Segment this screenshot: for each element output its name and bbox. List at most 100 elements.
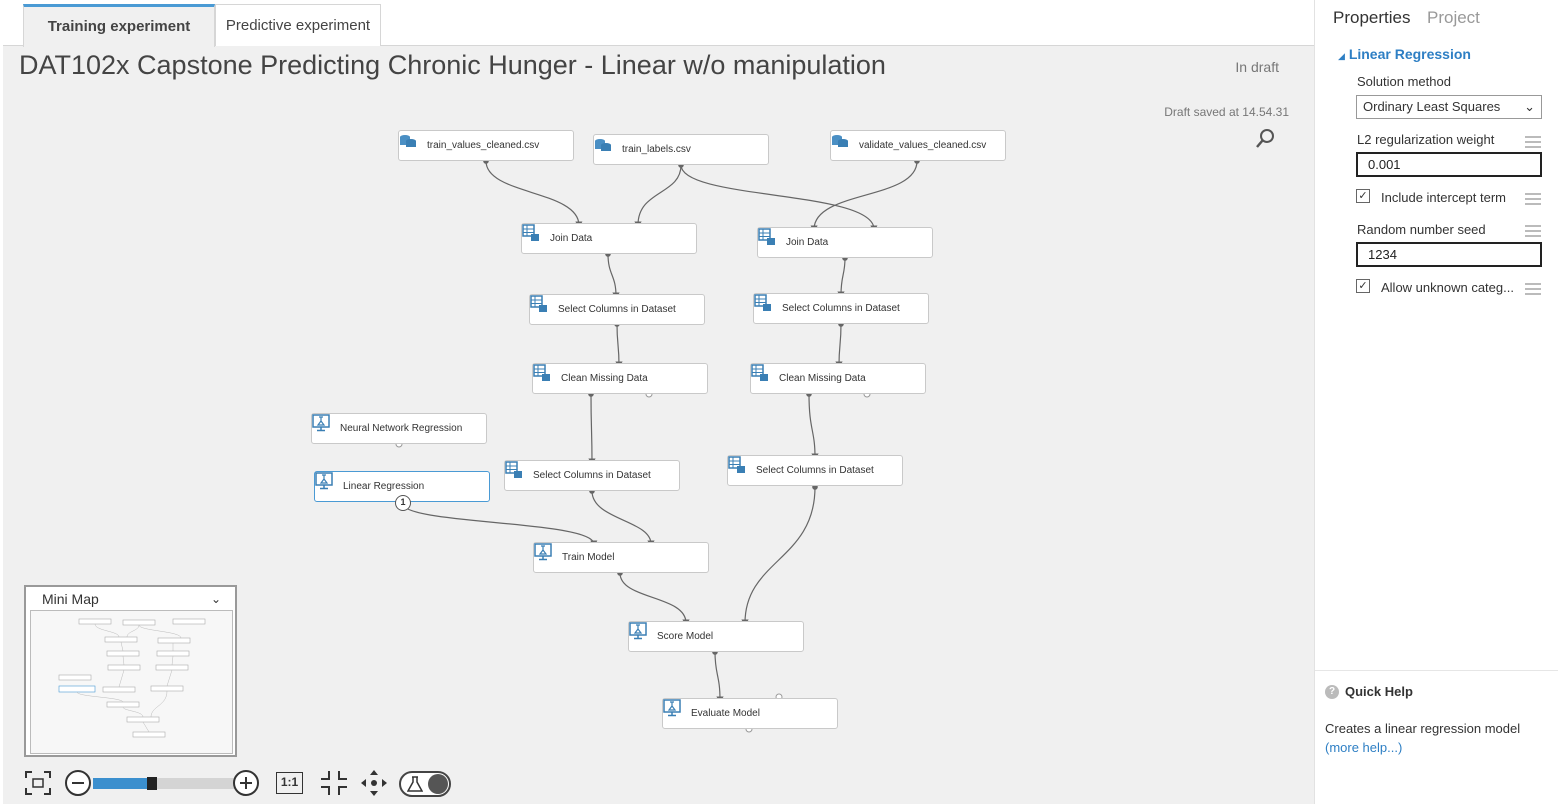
allow-unknown-checkbox[interactable]: ✓ <box>1356 279 1370 293</box>
module-join-data-2[interactable]: Join Data <box>757 227 933 258</box>
chevron-down-icon[interactable]: ⌄ <box>210 592 221 606</box>
parameter-menu-icon[interactable] <box>1525 225 1541 237</box>
run-mode-toggle[interactable] <box>399 771 451 797</box>
edge-clean1-select3 <box>588 393 596 466</box>
parameter-menu-icon[interactable] <box>1525 193 1541 205</box>
toggle-knob <box>428 774 448 794</box>
module-select-columns-2[interactable]: Select Columns in Dataset <box>753 293 929 324</box>
intercept-label: Include intercept term <box>1381 190 1507 205</box>
fit-selection-icon[interactable] <box>23 769 53 797</box>
tab-project[interactable]: Project <box>1427 8 1480 27</box>
edge-trainvalues-join1 <box>485 160 583 229</box>
intercept-checkbox[interactable]: ✓ <box>1356 189 1370 203</box>
random-seed-input[interactable]: 1234 <box>1356 242 1542 267</box>
dataset-icon <box>595 139 611 151</box>
search-icon[interactable] <box>1255 128 1275 150</box>
dataset-icon <box>400 135 416 147</box>
tab-predictive-experiment[interactable]: Predictive experiment <box>215 4 381 46</box>
edge-trainlabels-join2 <box>680 164 878 233</box>
model-icon <box>312 414 330 432</box>
module-train-values[interactable]: train_values_cleaned.csv <box>398 130 574 161</box>
parameter-menu-icon[interactable] <box>1525 136 1541 148</box>
module-label: train_labels.csv <box>622 144 691 155</box>
module-neural-network-regression[interactable]: Neural Network Regression <box>311 413 487 444</box>
parameter-menu-icon[interactable] <box>1525 283 1541 295</box>
module-select-columns-1[interactable]: Select Columns in Dataset <box>529 294 705 325</box>
more-help-link[interactable]: (more help...) <box>1325 740 1403 755</box>
fit-to-screen-icon[interactable] <box>319 769 349 797</box>
experiment-tabs: Training experiment Predictive experimen… <box>3 0 1314 47</box>
draft-status: In draft <box>1235 59 1279 75</box>
module-join-data-1[interactable]: Join Data <box>521 223 697 254</box>
section-linear-regression[interactable]: ◢ Linear Regression <box>1338 46 1471 62</box>
quick-help-text: Creates a linear regression model <box>1325 721 1521 736</box>
table-transform-icon <box>522 224 539 241</box>
help-icon: ? <box>1325 685 1339 699</box>
module-train-labels[interactable]: train_labels.csv <box>593 134 769 165</box>
quick-help-divider <box>1315 670 1558 671</box>
module-label: Evaluate Model <box>691 708 760 719</box>
edge-validate-join2 <box>810 160 918 233</box>
module-train-model[interactable]: Train Model <box>533 542 709 573</box>
zoom-slider[interactable] <box>93 777 235 790</box>
module-score-model[interactable]: Score Model <box>628 621 804 652</box>
quick-help-title: Quick Help <box>1345 684 1413 699</box>
edge-select3-train <box>591 490 655 548</box>
solution-method-label: Solution method <box>1357 74 1451 89</box>
solution-method-select[interactable]: Ordinary Least Squares ⌄ <box>1356 95 1542 119</box>
module-select-columns-3[interactable]: Select Columns in Dataset <box>504 460 680 491</box>
module-label: train_values_cleaned.csv <box>427 140 540 151</box>
section-title: Linear Regression <box>1348 46 1471 62</box>
table-transform-icon <box>505 461 522 478</box>
actual-size-button[interactable]: 1:1 <box>276 772 303 794</box>
edge-score-evaluate <box>714 651 724 704</box>
module-label: Clean Missing Data <box>779 373 866 384</box>
module-clean-missing-1[interactable]: Clean Missing Data <box>532 363 708 394</box>
draft-saved-time: Draft saved at 14.54.31 <box>1164 105 1289 119</box>
tab-training-experiment[interactable]: Training experiment <box>23 4 215 47</box>
mini-map[interactable]: Mini Map ⌄ <box>24 585 237 757</box>
module-graph: train_values_cleaned.csv train_labels.cs… <box>3 0 1314 804</box>
table-transform-icon <box>728 456 745 473</box>
edge-train-score <box>619 572 690 627</box>
zoom-slider-fill <box>93 778 147 789</box>
experiment-title[interactable]: DAT102x Capstone Predicting Chronic Hung… <box>19 50 886 80</box>
mini-map-thumbnail <box>58 618 206 738</box>
module-label: Score Model <box>657 631 714 642</box>
module-evaluate-model[interactable]: Evaluate Model <box>662 698 838 729</box>
module-label: validate_values_cleaned.csv <box>859 140 987 151</box>
l2-weight-input[interactable]: 0.001 <box>1356 152 1542 177</box>
module-linear-regression[interactable]: Linear Regression 1 <box>314 471 490 511</box>
module-label: Join Data <box>786 237 829 248</box>
module-clean-missing-2[interactable]: Clean Missing Data <box>750 363 926 394</box>
tab-properties[interactable]: Properties <box>1333 8 1411 27</box>
pan-icon[interactable] <box>359 769 389 797</box>
table-transform-icon <box>758 228 775 245</box>
table-transform-icon <box>751 364 768 381</box>
zoom-out-icon[interactable] <box>64 769 94 797</box>
mini-map-viewport[interactable] <box>30 610 233 754</box>
experiment-canvas[interactable]: Training experiment Predictive experimen… <box>3 0 1314 804</box>
zoom-in-icon[interactable] <box>232 769 262 797</box>
random-seed-label: Random number seed <box>1357 222 1486 237</box>
edge-linreg-train <box>401 502 598 548</box>
flask-icon <box>407 776 423 792</box>
solution-method-value: Ordinary Least Squares <box>1363 99 1501 114</box>
edge-join2-select2 <box>837 257 846 299</box>
module-label: Select Columns in Dataset <box>756 465 874 476</box>
module-label: Join Data <box>550 233 593 244</box>
output-port-badge[interactable]: 1 <box>395 495 411 511</box>
model-icon <box>534 543 552 561</box>
module-label: Clean Missing Data <box>561 373 648 384</box>
zoom-slider-thumb[interactable] <box>146 777 157 790</box>
edge-select4-score <box>741 486 816 627</box>
model-icon <box>629 622 647 640</box>
module-validate-values[interactable]: validate_values_cleaned.csv <box>830 130 1006 161</box>
collapse-triangle-icon: ◢ <box>1338 51 1345 61</box>
edge-trainlabels-join1 <box>634 164 682 229</box>
module-select-columns-4[interactable]: Select Columns in Dataset <box>727 455 903 486</box>
properties-panel: Properties Project ◢ Linear Regression S… <box>1314 0 1558 804</box>
dataset-icon <box>832 135 848 147</box>
module-label: Select Columns in Dataset <box>782 303 900 314</box>
chevron-down-icon: ⌄ <box>1524 99 1535 114</box>
